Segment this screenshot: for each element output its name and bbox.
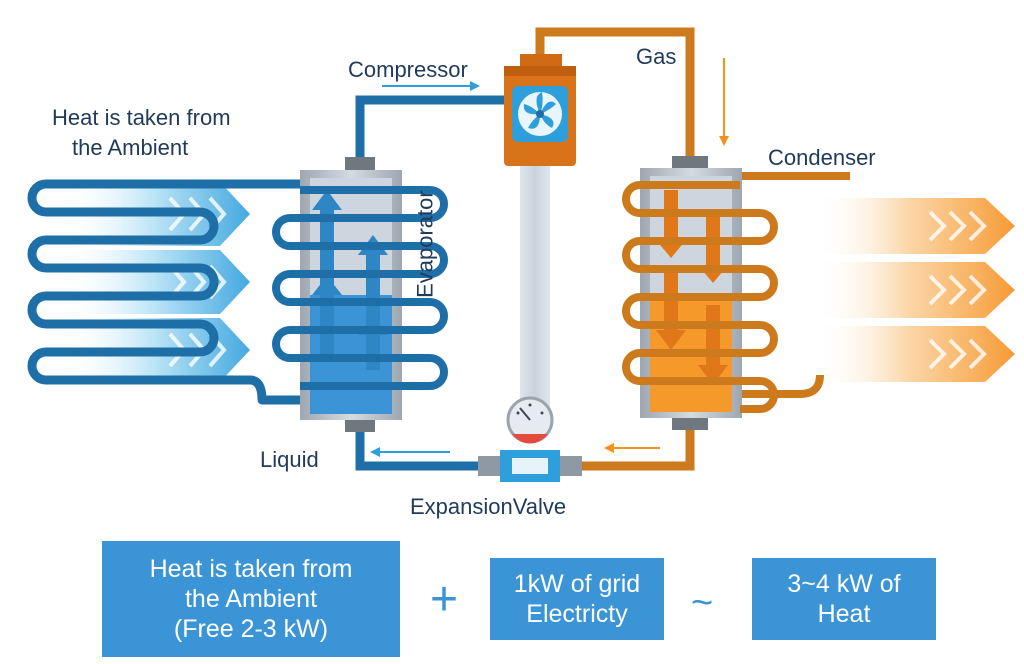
evaporator-label: Evaporator [412,190,438,298]
liquid-pipe [355,430,480,471]
ambient-heat-box: Heat is taken from the Ambient (Free 2-3… [102,541,400,657]
heat-output-box: 3~4 kW of Heat [752,558,936,640]
grid-electricity-box-line2: Electricty [526,600,628,628]
pressure-gauge-icon [506,396,554,444]
compressor [504,54,576,166]
expansion-valve-label: ExpansionValve [410,494,567,519]
ambient-heat-label-line2: the Ambient [72,135,189,160]
grid-electricity-box-line1: 1kW of grid [513,570,641,598]
fan-icon [518,92,562,136]
ambient-heat-box-line2: the Ambient [184,585,318,613]
heat-output-box-line1: 3~4 kW of [787,570,901,598]
flow-arrows [370,58,729,457]
ambient-heat-label-line1: Heat is taken from [52,105,231,130]
grid-electricity-box: 1kW of grid Electricty [490,558,664,640]
heat-output-arrows [815,198,1015,382]
plus-sign: + [430,573,459,626]
evaporator [272,157,448,432]
warm-liquid-pipe [580,428,695,471]
valve-icon [478,450,582,482]
approx-sign: ~ [691,582,714,624]
heat-output-box-line2: Heat [817,600,871,628]
condenser [622,156,778,430]
center-tube [520,160,550,420]
ambient-coil [27,179,300,405]
ambient-heat-box-line3: (Free 2-3 kW) [173,615,329,643]
compressor-label: Compressor [348,57,468,82]
liquid-label: Liquid [260,447,319,472]
ambient-heat-box-line1: Heat is taken from [149,555,353,583]
condenser-label: Condenser [768,145,876,170]
hot-gas-pipe [535,27,695,160]
gas-label: Gas [636,44,677,69]
cold-gas-pipe [355,95,512,162]
